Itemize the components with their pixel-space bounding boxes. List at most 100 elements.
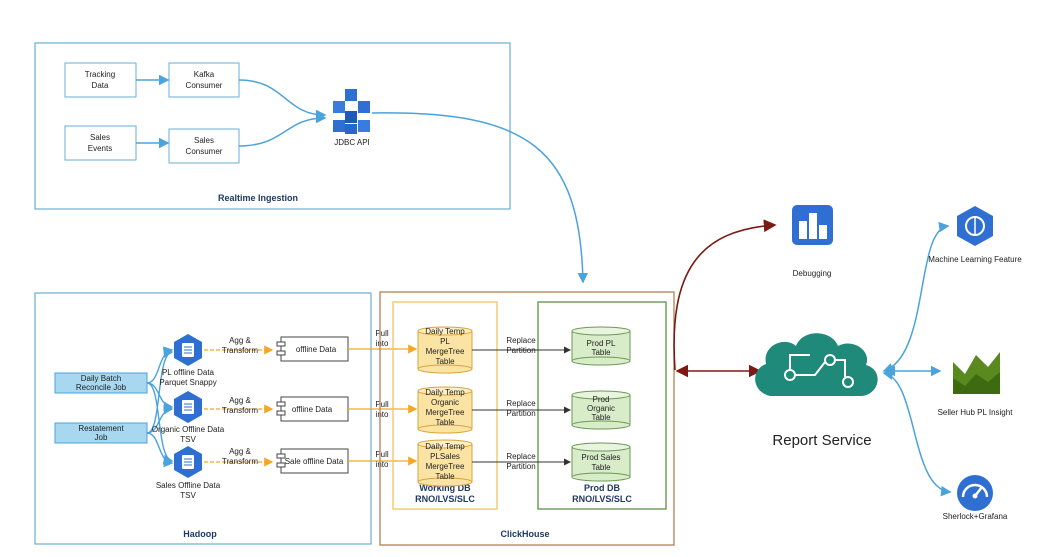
temp-organic-l1: Daily Temp <box>425 388 465 397</box>
clickhouse-container <box>379 291 675 546</box>
arrow-kafka-to-jdbc <box>238 79 327 121</box>
kafka-consumer-label-1: Kafka <box>194 70 215 79</box>
temp-plsales-l3: MergeTree <box>426 462 465 471</box>
replace-label-2b: Partition <box>506 409 535 418</box>
temp-organic-l2: Organic <box>431 398 459 407</box>
debugging-icon[interactable] <box>792 205 833 245</box>
sales-offline-label-2: TSV <box>180 491 196 500</box>
arrow-sales-consumer-to-jdbc <box>238 112 327 147</box>
prod-pl-l1: Prod PL <box>587 339 616 348</box>
sales-events-label-1: Sales <box>90 133 110 142</box>
replace-label-3a: Replace <box>506 452 536 461</box>
offline-data-label-2: offline Data <box>292 405 333 414</box>
pull-label-2b: into <box>376 410 389 419</box>
working-db-container <box>392 301 498 510</box>
pull-label-1a: Pull <box>375 329 389 338</box>
daily-batch-label-1: Daily Batch <box>81 374 121 383</box>
prod-sales-l1: Prod Sales <box>581 453 620 462</box>
prod-organic-table-cylinder[interactable] <box>571 390 631 430</box>
sale-offline-data-label: Sale offline Data <box>285 457 344 466</box>
sales-consumer-box[interactable] <box>168 128 240 164</box>
report-service-brain-icon[interactable] <box>755 333 878 396</box>
tracking-data-label-2: Data <box>92 81 109 90</box>
temp-plsales-table-cylinder[interactable] <box>417 439 473 487</box>
offline-data-component-2[interactable] <box>276 396 349 422</box>
temp-plsales-l2: PLSales <box>430 452 460 461</box>
prod-pl-l2: Table <box>591 348 611 357</box>
tracking-data-label-1: Tracking <box>85 70 115 79</box>
agg-label-2a: Agg & <box>229 396 251 405</box>
temp-organic-table-cylinder[interactable] <box>417 386 473 434</box>
arrow-restatement-to-sales <box>146 432 174 468</box>
organic-offline-file-icon[interactable] <box>174 391 202 423</box>
prod-db-label-2: RNO/LVS/SLC <box>572 494 632 504</box>
offline-data-label-1: offline Data <box>296 345 337 354</box>
sales-consumer-label-1: Sales <box>194 136 214 145</box>
sherlock-gauge-icon[interactable] <box>957 475 993 511</box>
offline-data-component-1[interactable] <box>276 336 349 362</box>
agg-label-3b: Transform <box>222 457 258 466</box>
prod-organic-l3: Table <box>591 413 611 422</box>
sales-events-label-2: Events <box>88 144 112 153</box>
pl-offline-label-2: Parquet Snappy <box>159 378 216 387</box>
jdbc-api-icon[interactable] <box>333 89 370 134</box>
pl-offline-label-1: PL offline Data <box>162 368 215 377</box>
prod-pl-table-cylinder[interactable] <box>571 326 631 366</box>
prod-db-label-1: Prod DB <box>584 483 621 493</box>
clickhouse-title: ClickHouse <box>500 529 549 539</box>
pl-offline-file-icon[interactable] <box>174 334 202 366</box>
temp-organic-l4: Table <box>435 418 455 427</box>
temp-pl-table-cylinder[interactable] <box>417 326 473 374</box>
sale-offline-data-component[interactable] <box>276 448 349 474</box>
replace-label-3b: Partition <box>506 462 535 471</box>
arrow-jdbc-to-clickhouse <box>371 112 589 284</box>
temp-pl-l1: Daily Temp <box>425 327 465 336</box>
machine-learning-icon[interactable] <box>957 206 993 246</box>
temp-pl-l4: Table <box>435 357 455 366</box>
ml-feature-label: Machine Learning Feature <box>928 255 1022 264</box>
arrow-clickhouse-to-debugging <box>673 219 777 371</box>
hadoop-container <box>34 292 372 545</box>
seller-hub-icon[interactable] <box>953 352 1000 394</box>
sales-offline-label-1: Sales Offline Data <box>156 481 221 490</box>
kafka-consumer-label-2: Consumer <box>186 81 223 90</box>
prod-sales-l2: Table <box>591 463 611 472</box>
temp-plsales-l4: Table <box>435 472 455 481</box>
sherlock-label: Sherlock+Grafana <box>943 512 1008 521</box>
working-db-label-1: Working DB <box>419 483 471 493</box>
temp-pl-l3: MergeTree <box>426 347 465 356</box>
arrow-restatement-to-organic <box>146 404 174 434</box>
organic-offline-label-1: Organic Offline Data <box>152 425 225 434</box>
sales-consumer-label-2: Consumer <box>186 147 223 156</box>
restatement-label-1: Restatement <box>78 424 124 433</box>
prod-sales-table-cylinder[interactable] <box>571 442 631 482</box>
organic-offline-label-2: TSV <box>180 435 196 444</box>
replace-label-1a: Replace <box>506 336 536 345</box>
agg-label-1a: Agg & <box>229 336 251 345</box>
daily-batch-label-2: Reconcile Job <box>76 383 127 392</box>
pull-label-1b: into <box>376 339 389 348</box>
working-db-label-2: RNO/LVS/SLC <box>415 494 475 504</box>
arrow-report-to-ml <box>882 221 950 373</box>
realtime-ingestion-title: Realtime Ingestion <box>218 193 298 203</box>
sales-events-box[interactable] <box>64 125 137 161</box>
sales-offline-file-icon[interactable] <box>174 446 202 478</box>
pull-label-3b: into <box>376 460 389 469</box>
prod-organic-l1: Prod <box>593 395 610 404</box>
tracking-data-box[interactable] <box>64 62 137 98</box>
replace-label-1b: Partition <box>506 346 535 355</box>
arrow-restatement-to-pl <box>146 348 174 434</box>
realtime-ingestion-container <box>34 42 511 210</box>
prod-organic-l2: Organic <box>587 404 615 413</box>
agg-label-1b: Transform <box>222 346 258 355</box>
debugging-label: Debugging <box>793 269 832 278</box>
kafka-consumer-box[interactable] <box>168 62 240 98</box>
replace-label-2a: Replace <box>506 399 536 408</box>
restatement-label-2: Job <box>95 433 108 442</box>
temp-pl-l2: PL <box>440 337 450 346</box>
agg-label-3a: Agg & <box>229 447 251 456</box>
pull-label-2a: Pull <box>375 400 389 409</box>
seller-hub-label: Seller Hub PL Insight <box>938 408 1014 417</box>
jdbc-api-label: JDBC API <box>334 138 370 147</box>
